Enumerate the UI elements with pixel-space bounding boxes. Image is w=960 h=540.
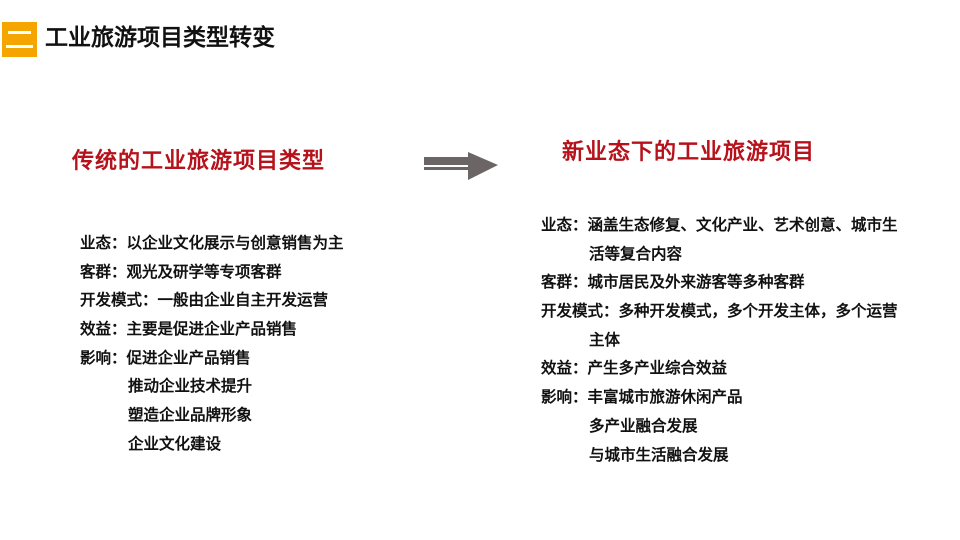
list-item: 塑造企业品牌形象 [128,406,253,425]
list-item: 业态：以企业文化展示与创意销售为主 [80,234,344,252]
list-item: 影响：丰富城市旅游休闲产品 [541,388,743,407]
section-number-badge [2,22,37,57]
list-item: 活等复合内容 [589,244,683,263]
right-arrow-icon [424,152,498,180]
list-item: 主体 [589,330,621,349]
list-item: 多产业融合发展 [589,416,698,435]
right-heading: 新业态下的工业旅游项目 [562,140,816,165]
list-item: 与城市生活融合发展 [589,445,729,464]
list-item: 影响：促进企业产品销售 [80,348,251,367]
slide-title: 工业旅游项目类型转变 [45,25,275,51]
list-item: 效益：主要是促进企业产品销售 [80,320,298,339]
list-item: 客群：城市居民及外来游客等多种客群 [541,273,805,292]
list-item: 效益：产生多产业综合效益 [541,359,728,378]
badge-stroke-top [8,31,31,34]
traditional-type-list: 业态：以企业文化展示与创意销售为主 客群：观光及研学等专项客群 开发模式：一般由… [80,229,344,459]
list-item: 开发模式：一般由企业自主开发运营 [80,291,329,310]
badge-stroke-bottom [6,45,33,48]
list-item: 开发模式：多种开发模式，多个开发主体，多个运营 [541,302,898,321]
new-type-list: 业态：涵盖生态修复、文化产业、艺术创意、城市生 活等复合内容 客群：城市居民及外… [541,211,898,469]
list-item: 推动企业技术提升 [128,377,253,396]
list-item: 企业文化建设 [128,434,222,453]
list-item: 客群：观光及研学等专项客群 [80,262,282,281]
list-item: 业态：涵盖生态修复、文化产业、艺术创意、城市生 [541,216,898,234]
left-heading: 传统的工业旅游项目类型 [72,149,326,174]
